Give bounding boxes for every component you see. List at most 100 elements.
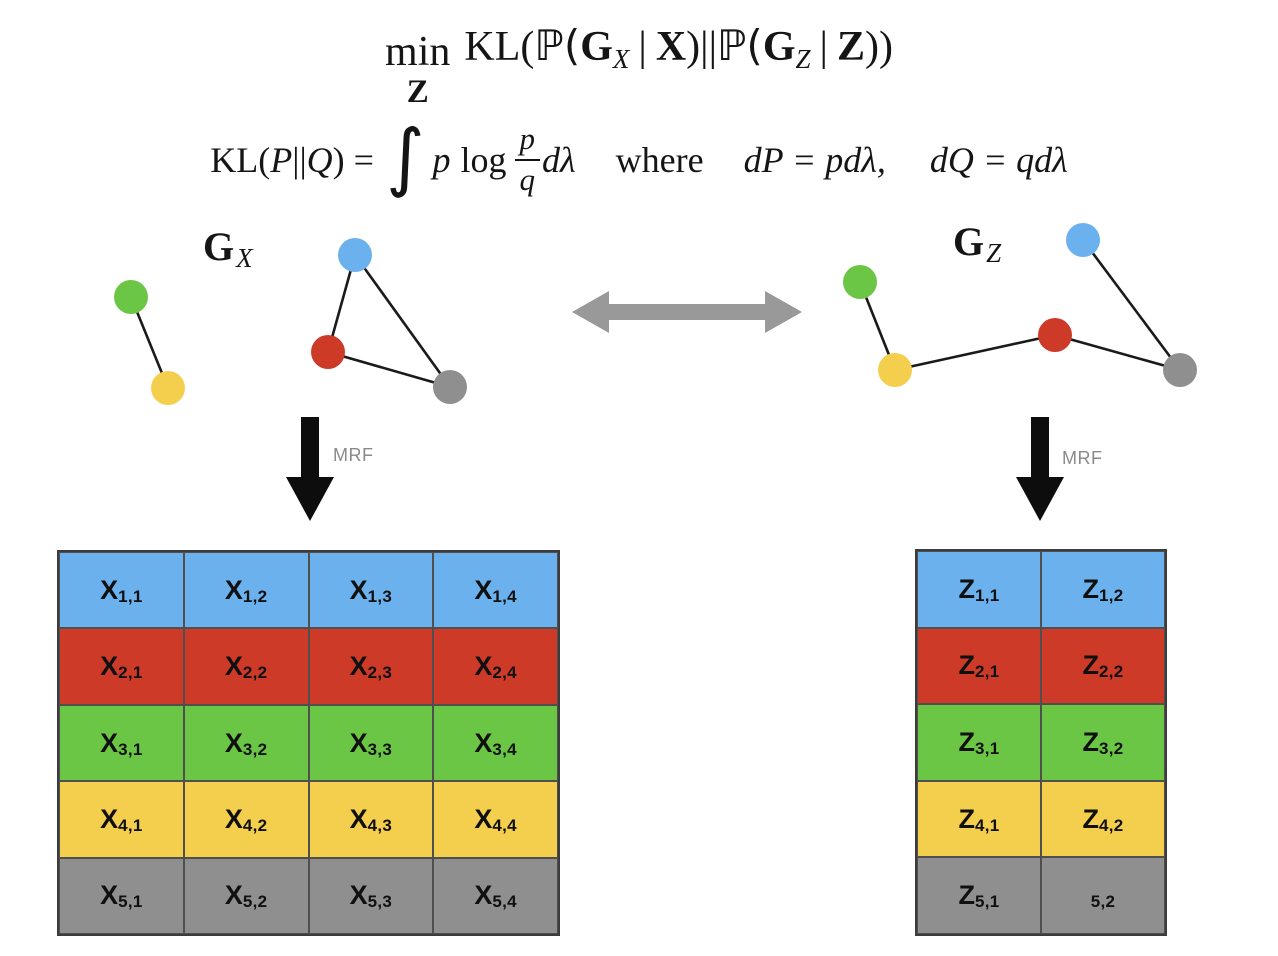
gz-node-red xyxy=(1038,318,1072,352)
kl-def-close-eq: ) = xyxy=(332,140,374,180)
gz-node-green xyxy=(843,265,877,299)
dp-definition: dP = pdλ, xyxy=(743,140,886,180)
gx-label-main: G xyxy=(203,224,235,269)
gz-label-main: G xyxy=(953,219,985,264)
bidirectional-arrow xyxy=(572,291,802,333)
prob-open-2: ℙ( xyxy=(716,21,763,70)
p-capital: P xyxy=(270,140,293,180)
integral-sign: ∫ xyxy=(385,113,425,200)
gx-label-sub: X xyxy=(236,243,253,273)
kl-def-bars: || xyxy=(292,140,307,180)
double-bar: || xyxy=(700,24,717,70)
d-lambda: dλ xyxy=(542,140,576,180)
gx-node-gray xyxy=(433,370,467,404)
gx-label: GX xyxy=(203,224,253,272)
kl-def-open: KL( xyxy=(210,140,271,180)
graph-symbol-1: G xyxy=(580,24,613,70)
q-capital: Q xyxy=(306,140,333,180)
gx-edge-blue-gray xyxy=(353,254,452,388)
gz-label-sub: Z xyxy=(986,238,1002,268)
graph-symbol-2: G xyxy=(762,24,796,70)
cond-var-1: X xyxy=(655,24,687,70)
prob-open-1: ℙ( xyxy=(534,21,581,70)
min-text: min xyxy=(385,29,451,75)
close-2: )) xyxy=(864,24,893,70)
mrf-down-arrow-left xyxy=(286,417,334,521)
mrf-label-right: MRF xyxy=(1062,448,1103,468)
min-operator: min Z xyxy=(385,22,450,109)
integrand-p: p xyxy=(432,140,451,180)
dq-definition: dQ = qdλ xyxy=(929,140,1068,180)
graph-symbol-1-sub: X xyxy=(612,44,630,74)
log-operator: log xyxy=(460,140,507,180)
cond-var-2: Z xyxy=(836,24,865,70)
gz-node-gray xyxy=(1163,353,1197,387)
gz-edge-yellow-red xyxy=(894,333,1056,372)
mrf-label-left: MRF xyxy=(333,445,374,465)
z-cell-5-2: 5,2 xyxy=(1041,857,1165,934)
gx-node-blue xyxy=(338,238,372,272)
cond-bar-1: | xyxy=(638,24,647,70)
gz-node-blue xyxy=(1066,223,1100,257)
gz-label: GZ xyxy=(953,219,1001,267)
close-1: ) xyxy=(686,24,701,70)
kl-open: KL( xyxy=(464,24,535,70)
min-subscript: Z xyxy=(406,74,429,110)
gx-node-yellow xyxy=(151,371,185,405)
gx-node-red xyxy=(311,335,345,369)
where-text: where xyxy=(615,140,704,180)
fraction-denominator: q xyxy=(514,159,541,197)
objective-formula: min Z KL(ℙ(GX|X)||ℙ(GZ|Z)) xyxy=(0,21,1278,109)
fraction-numerator: p xyxy=(519,121,536,157)
mrf-down-arrow-right xyxy=(1016,417,1064,521)
cond-bar-2: | xyxy=(819,24,828,70)
gx-edge-red-gray xyxy=(327,350,451,389)
kl-definition-formula: KL(P||Q) = ∫ p log p q dλ where dP = pdλ… xyxy=(0,108,1278,212)
gz-node-yellow xyxy=(878,353,912,387)
p-over-q-fraction: p q xyxy=(514,121,541,197)
gx-node-green xyxy=(114,280,148,314)
gz-edge-blue-gray xyxy=(1081,239,1182,371)
